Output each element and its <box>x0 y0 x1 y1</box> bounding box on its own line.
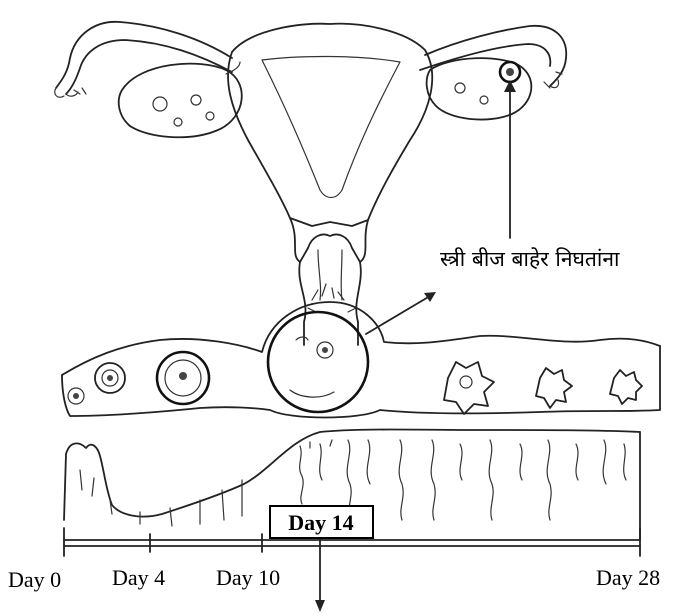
uterus-illustration <box>55 22 566 345</box>
day4-label: Day 4 <box>112 565 165 590</box>
day10-label: Day 10 <box>216 565 280 590</box>
ovulation-label: स्त्री बीज बाहेर निघतांना <box>440 247 620 271</box>
day0-label: Day 0 <box>8 567 61 592</box>
day14-label: Day 14 <box>288 510 353 535</box>
day28-label: Day 28 <box>596 565 660 590</box>
ovarian-follicle-strip <box>62 292 660 418</box>
